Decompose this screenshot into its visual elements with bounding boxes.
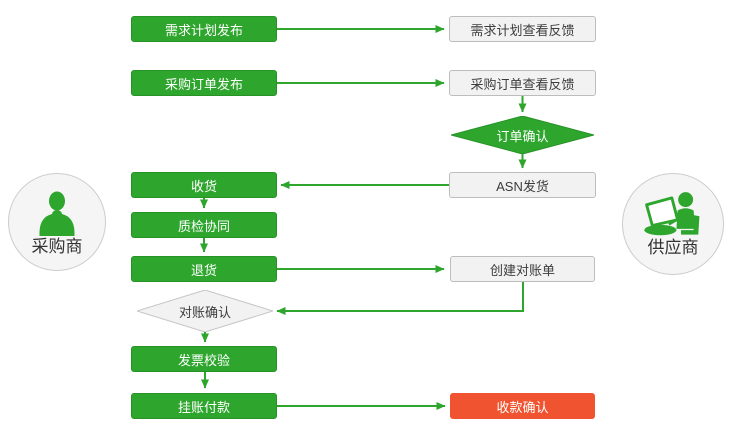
node-po-publish: 采购订单发布	[131, 70, 277, 96]
node-label: 退货	[190, 262, 217, 278]
node-label: 需求计划查看反馈	[470, 22, 575, 38]
node-label: ASN发货	[496, 178, 549, 194]
node-payment-confirm: 收款确认	[450, 393, 595, 419]
node-label: 对账确认	[178, 304, 231, 320]
node-return-goods: 退货	[131, 256, 277, 282]
diamond-shape	[451, 116, 594, 154]
node-label: 收货	[190, 178, 217, 194]
buyer-label: 采购商	[31, 236, 83, 256]
node-label: 挂账付款	[177, 399, 230, 415]
node-asn-ship: ASN发货	[449, 172, 596, 198]
supplier-computer-person-icon	[644, 191, 700, 235]
diamond-shape	[137, 290, 273, 332]
node-create-statement: 创建对账单	[450, 256, 595, 282]
buyer-person-icon	[39, 191, 75, 236]
node-label: 创建对账单	[489, 262, 555, 278]
node-reconcile-confirm: 对账确认	[137, 290, 273, 332]
node-label: 需求计划发布	[164, 22, 243, 38]
node-label: 采购订单发布	[164, 76, 243, 92]
supplier-label: 供应商	[647, 237, 699, 257]
node-label: 订单确认	[496, 128, 549, 144]
actor-supplier: 供应商	[622, 173, 724, 275]
actor-buyer: 采购商	[8, 173, 106, 271]
node-label: 采购订单查看反馈	[470, 76, 575, 92]
node-label: 质检协同	[177, 218, 230, 234]
node-po-feedback: 采购订单查看反馈	[449, 70, 596, 96]
node-book-payment: 挂账付款	[131, 393, 277, 419]
node-order-confirm: 订单确认	[451, 116, 594, 154]
node-demand-plan-feedback: 需求计划查看反馈	[449, 16, 596, 42]
node-label: 发票校验	[177, 352, 230, 368]
node-invoice-verify: 发票校验	[131, 346, 277, 372]
node-demand-plan-publish: 需求计划发布	[131, 16, 277, 42]
arrow-statement-to-reconcile	[276, 282, 524, 315]
node-quality-check: 质检协同	[131, 212, 277, 238]
node-receive-goods: 收货	[131, 172, 277, 198]
node-label: 收款确认	[496, 399, 549, 415]
